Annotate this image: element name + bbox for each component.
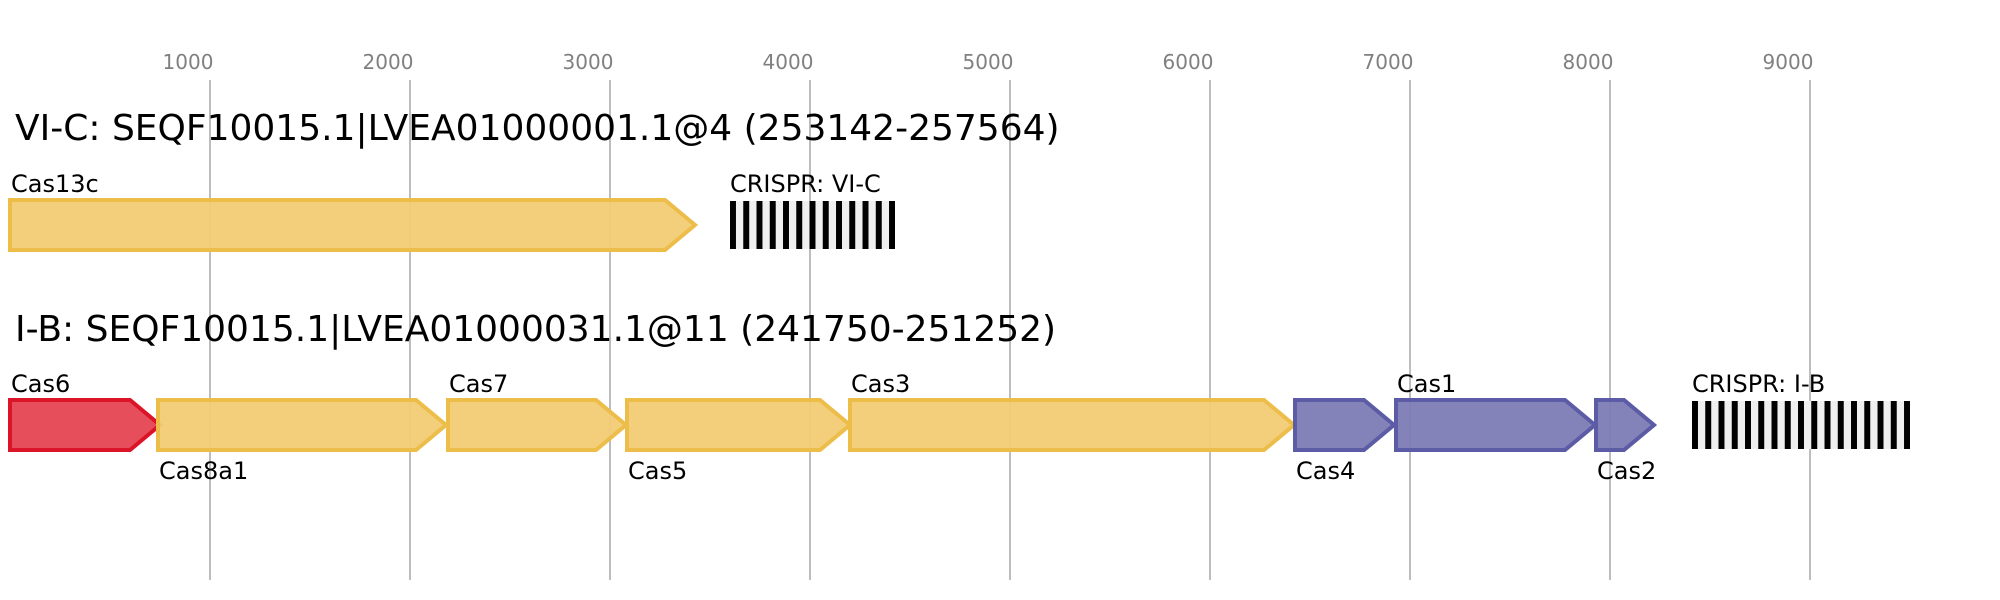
gene-label-cas3: Cas3: [851, 370, 910, 398]
crispr-repeat: [1692, 401, 1698, 449]
crispr-repeat: [1758, 401, 1765, 449]
crispr-repeat: [769, 201, 776, 249]
crispr-repeat: [1798, 401, 1804, 449]
gene-arrow-cas2: [1594, 398, 1658, 452]
gene-label-cas13c: Cas13c: [11, 170, 99, 198]
gene-label-cas8a1: Cas8a1: [159, 457, 248, 485]
crispr-repeat: [1864, 401, 1871, 449]
crispr-label: CRISPR: I-B: [1692, 370, 1825, 398]
tick-label: 7000: [1363, 50, 1414, 74]
crispr-repeat: [796, 201, 803, 249]
crispr-repeat: [1784, 401, 1791, 449]
tick-label: 8000: [1563, 50, 1614, 74]
crispr-repeat: [849, 201, 856, 249]
gene-label-cas5: Cas5: [628, 457, 687, 485]
gene-arrow-cas5: [625, 398, 854, 452]
tick-label: 3000: [563, 50, 614, 74]
gene-label-cas6: Cas6: [11, 370, 70, 398]
tick-label: 2000: [363, 50, 414, 74]
crispr-array: [730, 201, 895, 249]
crispr-repeat: [783, 201, 789, 249]
tick-label: 1000: [163, 50, 214, 74]
crispr-repeat: [1824, 401, 1831, 449]
gene-label-cas7: Cas7: [449, 370, 508, 398]
gene-arrow-cas4: [1293, 398, 1398, 452]
gene-arrow-cas7: [446, 398, 630, 452]
crispr-label: CRISPR: VI-C: [730, 170, 881, 198]
gene-arrow-cas6: [8, 398, 164, 452]
crispr-repeat: [1718, 401, 1725, 449]
crispr-repeat: [1771, 401, 1778, 449]
tick-label: 9000: [1763, 50, 1814, 74]
locus-title: VI-C: SEQF10015.1|LVEA01000001.1@4 (2531…: [15, 108, 1060, 149]
crispr-repeat: [730, 201, 736, 249]
tick-label: 6000: [1163, 50, 1214, 74]
grid-layer: 1000 2000 3000 4000 5000 6000 7000 8000 9000: [163, 50, 1814, 580]
locus-vi-c: VI-C: SEQF10015.1|LVEA01000001.1@4 (2531…: [8, 108, 1060, 252]
crispr-repeat: [1811, 401, 1818, 449]
crispr-repeat: [1877, 401, 1884, 449]
crispr-repeat: [862, 201, 869, 249]
crispr-repeat: [822, 201, 829, 249]
crispr-repeat: [1904, 401, 1910, 449]
locus-i-b: I-B: SEQF10015.1|LVEA01000031.1@11 (2417…: [8, 309, 1910, 485]
gene-label-cas2: Cas2: [1597, 457, 1656, 485]
crispr-repeat: [756, 201, 763, 249]
crispr-repeat: [1837, 401, 1844, 449]
crispr-array: [1692, 401, 1910, 449]
gene-label-cas4: Cas4: [1296, 457, 1355, 485]
gene-arrow-cas1: [1394, 398, 1599, 452]
gene-arrow-cas3: [848, 398, 1298, 452]
crispr-repeat: [836, 201, 842, 249]
locus-title: I-B: SEQF10015.1|LVEA01000031.1@11 (2417…: [15, 309, 1056, 350]
crispr-repeat: [743, 201, 750, 249]
crispr-repeat: [1731, 401, 1738, 449]
gene-arrow-cas13c: [8, 198, 699, 252]
gene-label-cas1: Cas1: [1397, 370, 1456, 398]
tick-label: 4000: [763, 50, 814, 74]
crispr-repeat: [889, 201, 895, 249]
crispr-repeat: [1890, 401, 1897, 449]
tick-label: 5000: [963, 50, 1014, 74]
crispr-repeat: [875, 201, 882, 249]
crispr-repeat: [809, 201, 816, 249]
gene-arrow-cas8a1: [156, 398, 450, 452]
crispr-repeat: [1851, 401, 1857, 449]
crispr-repeat: [1745, 401, 1751, 449]
crispr-repeat: [1705, 401, 1712, 449]
